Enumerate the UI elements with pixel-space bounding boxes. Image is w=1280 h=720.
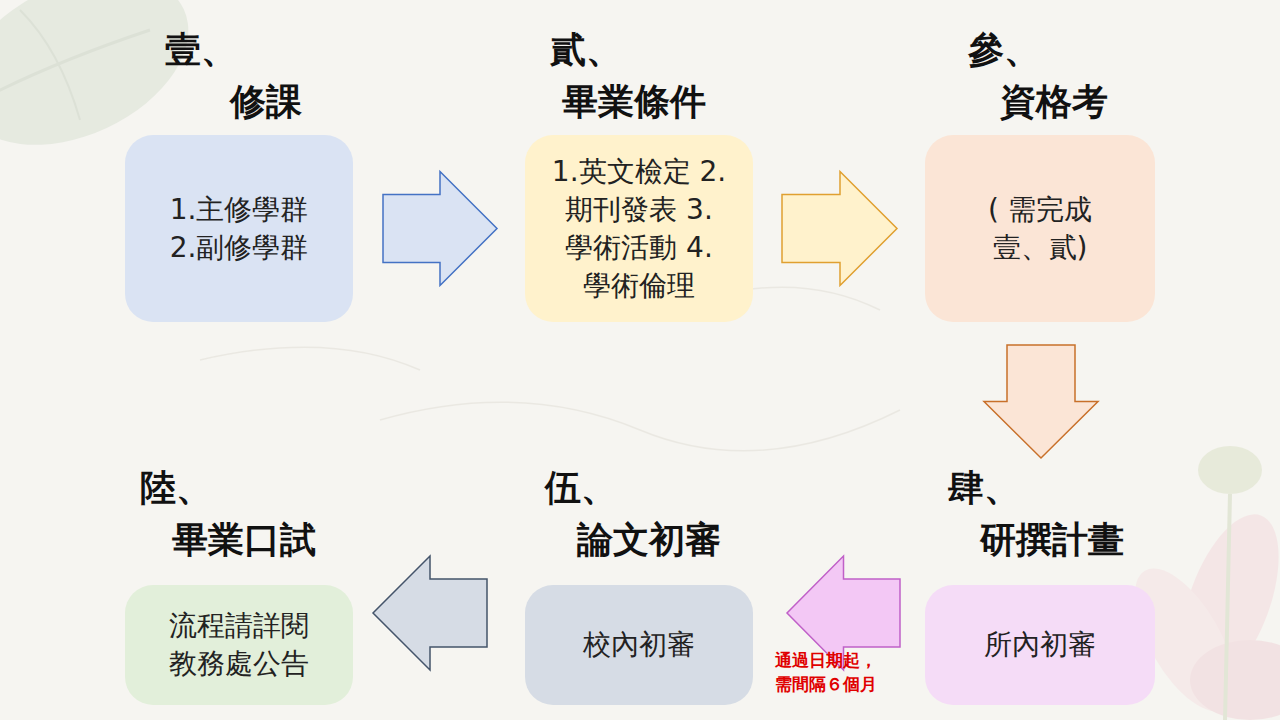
step-heading: 壹、 修課 — [165, 24, 310, 128]
step-box: ( 需完成 壹、貳) — [925, 135, 1155, 322]
block-arrow — [782, 172, 897, 286]
step-detail: ( 需完成 壹、貳) — [970, 191, 1110, 267]
block-arrow — [984, 345, 1098, 458]
edge-note: 通過日期起， 需間隔６個月 — [768, 648, 883, 696]
step-detail: 校內初審 — [554, 626, 724, 664]
step-detail: 所內初審 — [955, 626, 1125, 664]
step-box: 校內初審 — [525, 585, 753, 705]
step-detail: 流程請詳閱 教務處公告 — [164, 607, 314, 683]
step-heading: 伍、 論文初審 — [545, 462, 737, 566]
step-box: 流程請詳閱 教務處公告 — [125, 585, 353, 705]
step-heading: 陸、 畢業口試 — [140, 462, 332, 566]
step-heading: 貳、 畢業條件 — [550, 24, 722, 128]
block-arrow — [383, 172, 497, 286]
step-box: 1.主修學群 2.副修學群 — [125, 135, 353, 322]
block-arrow — [373, 556, 487, 670]
step-detail: 1.英文檢定 2.期刊發表 3.學術活動 4.學術倫理 — [549, 153, 729, 305]
step-detail: 1.主修學群 2.副修學群 — [154, 191, 324, 267]
step-heading: 參、 資格考 — [968, 24, 1120, 128]
step-box: 1.英文檢定 2.期刊發表 3.學術活動 4.學術倫理 — [525, 135, 753, 322]
step-heading: 肆、 研撰計畫 — [948, 462, 1140, 566]
step-box: 所內初審 — [925, 585, 1155, 705]
